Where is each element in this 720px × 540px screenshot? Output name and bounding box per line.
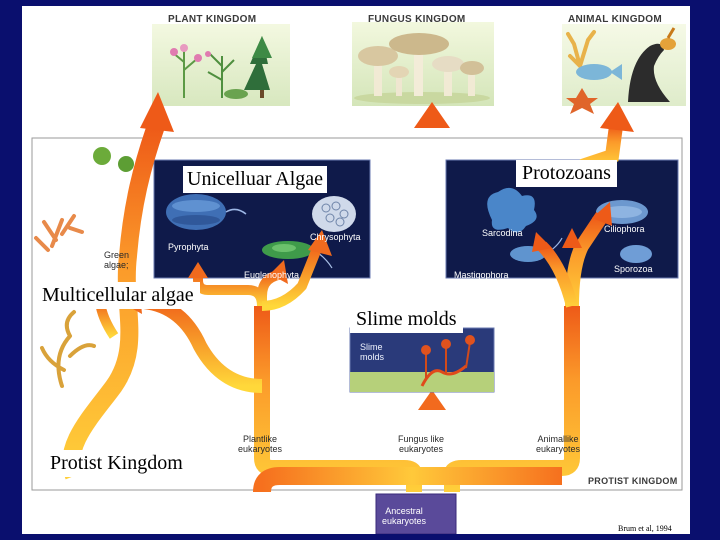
animallike-node-label: Animallike eukaryotes xyxy=(536,434,581,454)
euglenophyta-label: Euglenophyta xyxy=(244,270,300,280)
chrysophyta-label: Chrysophyta xyxy=(310,232,361,242)
figure-frame: PLANT KINGDOM FUNGUS KINGDOM ANIMAL KING… xyxy=(22,6,690,534)
sarcodina-label: Sarcodina xyxy=(482,228,523,238)
protist-kingdom-overlay: Protist Kingdom xyxy=(44,450,189,477)
animal-illustration xyxy=(562,24,686,114)
ciliophora-label: Ciliophora xyxy=(604,224,645,234)
green-algae-label: Green algae; xyxy=(104,250,130,270)
plant-branch-arrow xyxy=(62,123,165,480)
protozoans-overlay: Protozoans xyxy=(516,160,617,187)
red-algae xyxy=(34,214,84,252)
plant-kingdom-title: PLANT KINGDOM xyxy=(168,14,257,25)
pyrophyta-label: Pyrophyta xyxy=(168,242,209,252)
algae-organisms xyxy=(166,194,356,269)
credit-text: Brum et al, 1994 xyxy=(618,524,672,533)
animal-kingdom-title: ANIMAL KINGDOM xyxy=(568,14,663,25)
slime-molds-inset-label: Slime molds xyxy=(360,342,385,362)
mastigophora-label: Mastigophora xyxy=(454,270,509,280)
unicellular-algae-overlay: Unicelluar Algae xyxy=(183,166,328,193)
sea-lion xyxy=(628,43,670,102)
fungus-illustration xyxy=(352,22,494,106)
plantlike-node-label: Plantlike eukaryotes xyxy=(238,434,283,454)
ancestral-node-label: Ancestral eukaryotes xyxy=(382,506,427,526)
protist-frame xyxy=(31,137,683,491)
ancestral-box xyxy=(375,493,457,534)
funguslike-node-label: Fungus like eukaryotes xyxy=(398,434,445,454)
brown-algae xyxy=(40,310,96,388)
fungus-kingdom-title: FUNGUS KINGDOM xyxy=(368,14,466,25)
phylogeny-diagram xyxy=(31,22,686,534)
sporozoa-label: Sporozoa xyxy=(614,264,653,274)
plant-illustration xyxy=(152,24,290,106)
slime-molds-overlay: Slime molds xyxy=(350,306,463,333)
protist-kingdom-small-label: PROTIST KINGDOM xyxy=(588,476,678,486)
multicellular-algae-overlay: Multicellular algae xyxy=(36,282,200,309)
